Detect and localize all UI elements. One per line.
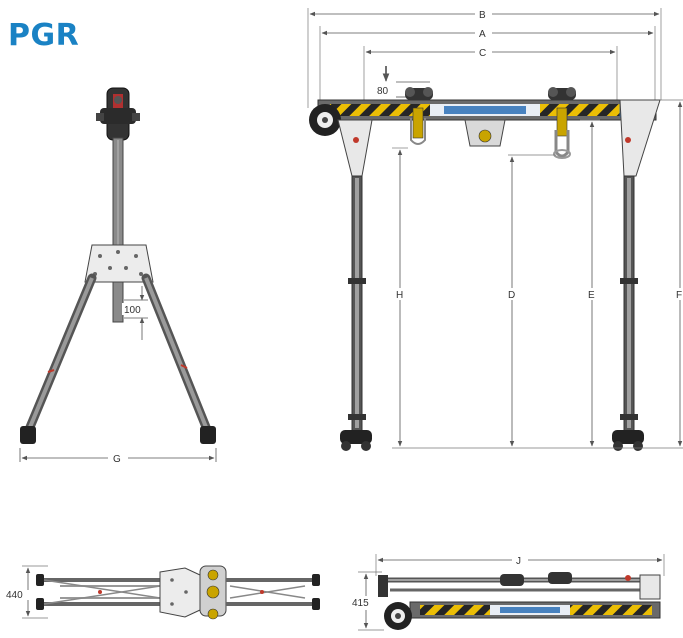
folded-side-view: J 415 bbox=[350, 554, 665, 631]
side-view: 100 G bbox=[19, 87, 217, 465]
trolley-left bbox=[405, 87, 433, 145]
dim-label-100: 100 bbox=[124, 305, 141, 316]
folded-top-view: 440 bbox=[5, 565, 320, 620]
trolley-right bbox=[548, 87, 576, 159]
dim-label-f: F bbox=[676, 290, 682, 301]
dim-80: 80 bbox=[377, 66, 430, 98]
end-plate-left bbox=[337, 119, 373, 177]
end-plate-right bbox=[619, 99, 661, 177]
side-wheels bbox=[20, 426, 216, 444]
front-view: B A C 80 bbox=[307, 8, 683, 451]
dim-label-a: A bbox=[479, 29, 486, 40]
dim-label-415: 415 bbox=[352, 598, 369, 609]
top-dimensions: B A C bbox=[307, 8, 662, 108]
dim-label-e: E bbox=[588, 290, 595, 301]
dim-label-d: D bbox=[508, 290, 515, 301]
dim-label-440: 440 bbox=[6, 590, 23, 601]
front-legs bbox=[348, 175, 638, 432]
gantry-beam bbox=[317, 99, 657, 121]
vertical-dimensions: H D E F bbox=[392, 99, 683, 449]
dim-label-g: G bbox=[113, 454, 121, 465]
dim-label-b: B bbox=[479, 10, 486, 21]
hook-block bbox=[464, 119, 506, 147]
dim-label-80: 80 bbox=[377, 86, 389, 97]
product-title: PGR bbox=[8, 18, 80, 53]
side-legs bbox=[23, 273, 213, 437]
dim-label-c: C bbox=[479, 48, 486, 59]
beam-end-wheel bbox=[309, 104, 341, 136]
hoist-motor bbox=[96, 87, 140, 141]
dim-label-h: H bbox=[396, 290, 403, 301]
front-wheels bbox=[340, 430, 644, 451]
dim-label-j: J bbox=[516, 556, 521, 567]
